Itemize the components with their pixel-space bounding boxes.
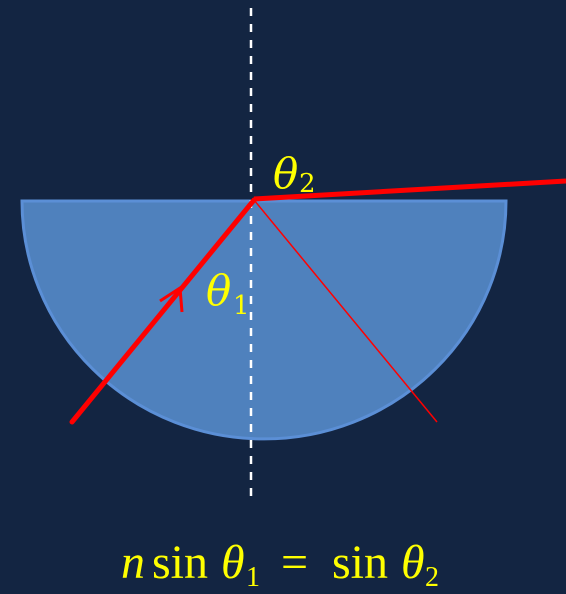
incident-ray	[69, 197, 257, 425]
snells-law-equation: n sin θ 1 = sin θ 2	[121, 536, 439, 593]
equation-theta-left: θ	[221, 536, 245, 589]
equation-n: n	[121, 536, 145, 589]
equation-subscript-2: 2	[425, 562, 439, 593]
equation-sin-right: sin	[332, 536, 388, 589]
equation-sin-left: sin	[152, 536, 208, 589]
theta2-label: θ 2	[273, 149, 316, 199]
equation-equals: =	[281, 536, 308, 589]
reflected-ray	[253, 199, 438, 423]
equation-subscript-1: 1	[246, 562, 260, 593]
refracted-ray	[253, 178, 566, 202]
theta1-label: θ 1	[206, 266, 250, 321]
equation-theta-right: θ	[401, 536, 425, 589]
incident-ray-arrowhead	[159, 285, 184, 313]
semicircle-lens	[20, 199, 508, 441]
